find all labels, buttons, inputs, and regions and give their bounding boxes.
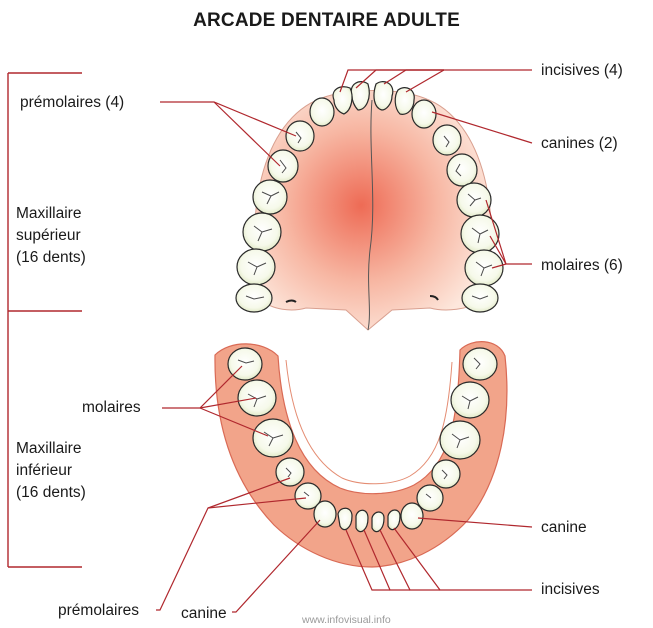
lower-jaw-line-2: inférieur bbox=[16, 460, 86, 482]
upper-jaw-line-1: Maxillaire bbox=[16, 203, 86, 225]
lower-molar bbox=[238, 380, 276, 416]
label-lower-molars: molaires bbox=[82, 398, 141, 418]
upper-molar bbox=[462, 284, 498, 312]
label-lower-canine-bottom: canine bbox=[181, 604, 227, 624]
label-lower-incisors: incisives bbox=[541, 580, 600, 600]
upper-canine bbox=[412, 100, 436, 128]
lower-incisor bbox=[338, 508, 352, 529]
lower-molar bbox=[451, 382, 489, 418]
label-lower-canine-right: canine bbox=[541, 518, 587, 538]
label-lower-premolars: prémolaires bbox=[58, 601, 139, 621]
upper-jaw-line-2: supérieur bbox=[16, 225, 86, 247]
label-upper-canines: canines (2) bbox=[541, 134, 618, 154]
upper-premolar bbox=[447, 154, 477, 186]
lower-jaw-line-1: Maxillaire bbox=[16, 438, 86, 460]
upper-jaw-line-3: (16 dents) bbox=[16, 247, 86, 269]
upper-molar bbox=[457, 183, 491, 217]
label-upper-premolars: prémolaires (4) bbox=[20, 93, 124, 113]
label-upper-incisors: incisives (4) bbox=[541, 61, 623, 81]
upper-premolar bbox=[268, 150, 298, 182]
lower-jaw-caption: Maxillaire inférieur (16 dents) bbox=[16, 438, 86, 504]
label-upper-molars: molaires (6) bbox=[541, 256, 623, 276]
upper-canine bbox=[310, 98, 334, 126]
lower-premolar bbox=[417, 485, 443, 511]
upper-premolar bbox=[286, 121, 314, 151]
upper-molar bbox=[236, 284, 272, 312]
lower-jaw-line-3: (16 dents) bbox=[16, 482, 86, 504]
lower-canine bbox=[401, 503, 423, 529]
upper-jaw-caption: Maxillaire supérieur (16 dents) bbox=[16, 203, 86, 269]
source-credit: www.infovisual.info bbox=[302, 614, 391, 626]
